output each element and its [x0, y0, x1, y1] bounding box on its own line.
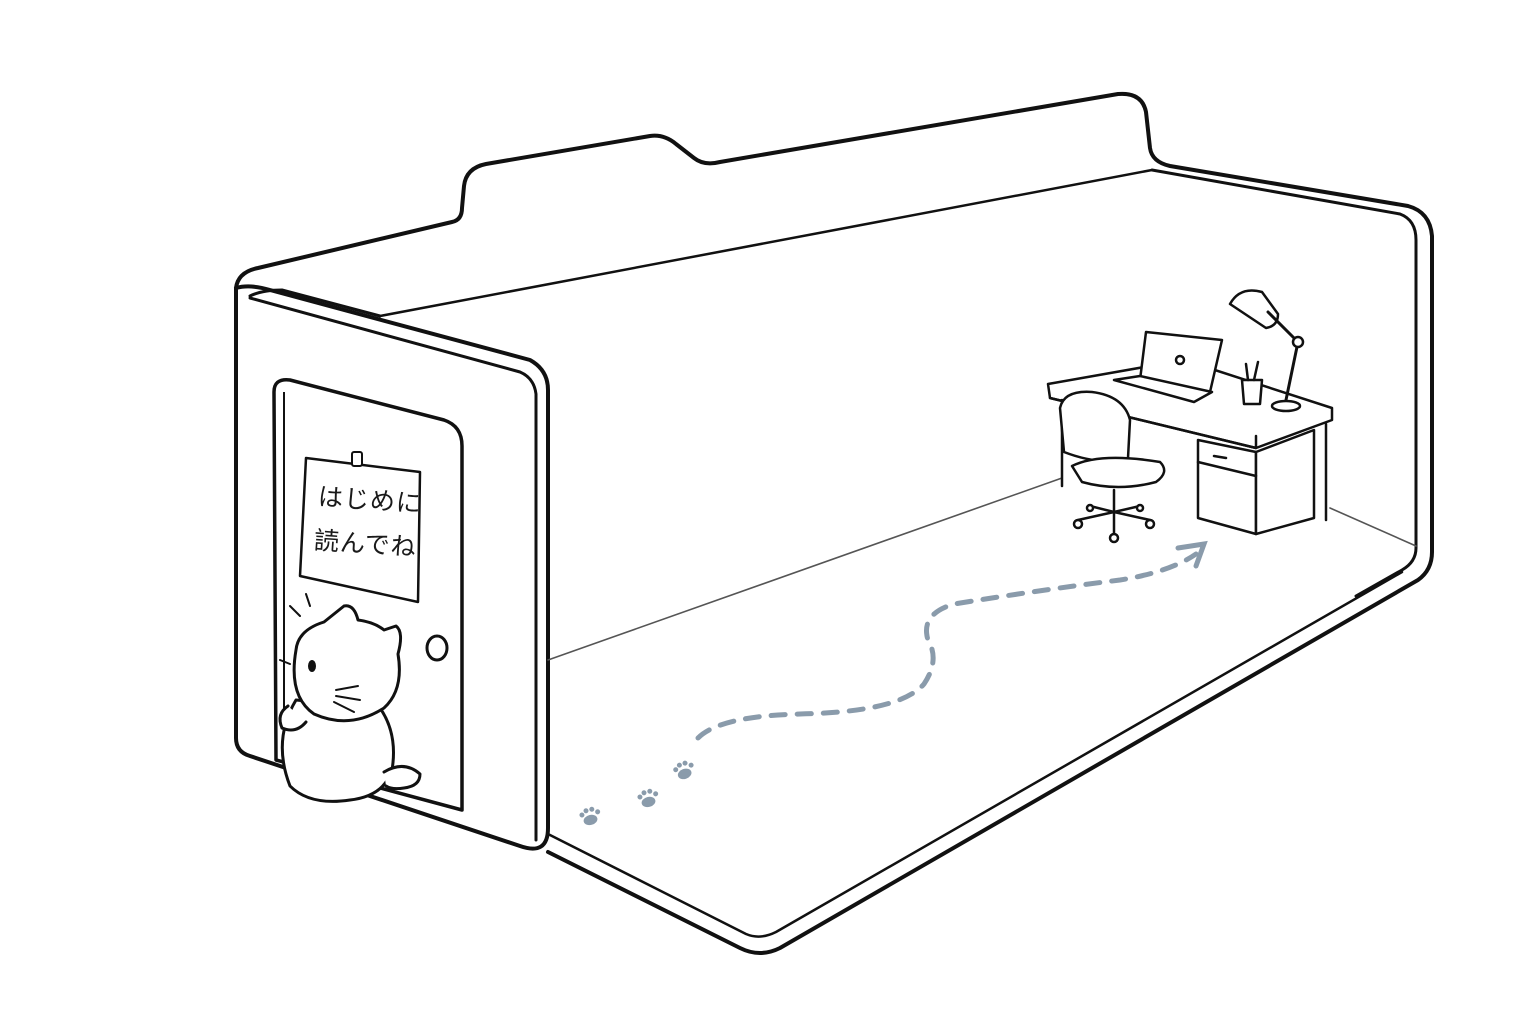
- floor-back-edge: [547, 477, 1063, 661]
- cat-icon: [278, 593, 422, 803]
- folder-room: [234, 91, 1434, 955]
- cat-head: [292, 604, 403, 723]
- paw-prints: [579, 760, 694, 826]
- front-panel-inner-edge: [248, 296, 538, 842]
- right-wall-inner-lip: [1150, 168, 1418, 598]
- cat-eye: [308, 660, 316, 672]
- lamp-base: [1270, 399, 1302, 413]
- sign-line-1: はじめに: [317, 482, 423, 518]
- surprise-marks: [279, 593, 311, 665]
- cat-whiskers: [333, 685, 361, 713]
- lamp-joint: [1291, 335, 1305, 349]
- cat-tail: [382, 765, 422, 791]
- dashed-arrow-icon: [695, 540, 1208, 741]
- front-panel-outline: [234, 284, 550, 851]
- cat-body: [280, 698, 395, 803]
- door[interactable]: [272, 378, 464, 812]
- chair-wheel: [1085, 503, 1095, 513]
- laptop-base: [1112, 374, 1214, 404]
- laptop-logo: [1174, 354, 1186, 366]
- pen-cup-icon: [1240, 378, 1264, 406]
- door-sign: はじめに 読んでね: [298, 451, 423, 604]
- floor-inner-rim: [546, 570, 1404, 938]
- paw-print-icon: [579, 806, 601, 826]
- door-knob[interactable]: [425, 634, 449, 662]
- route-path: [695, 551, 1199, 741]
- sign-paper: [298, 456, 422, 604]
- floor-front-edge: [546, 850, 742, 950]
- desk-drawer-handle: [1212, 454, 1228, 460]
- back-wall-inner-lip: [248, 288, 382, 318]
- tape-icon: [351, 451, 363, 467]
- desk-lamp-icon: [1228, 289, 1280, 330]
- desk-drawer-line: [1196, 460, 1258, 478]
- cat-paw: [278, 704, 308, 732]
- chair-seat: [1070, 456, 1166, 489]
- chair-wheel: [1072, 518, 1084, 530]
- back-wall-top-edge: [234, 91, 1434, 955]
- office-chair-icon: [1058, 390, 1132, 463]
- floor-right-edge: [1329, 507, 1417, 547]
- door-frame: [272, 378, 464, 812]
- pens: [1244, 360, 1260, 382]
- chair-wheel: [1108, 532, 1120, 544]
- desk-setup: [1046, 289, 1334, 544]
- desk-drawer-side: [1254, 428, 1316, 536]
- chair-stem: [1076, 488, 1152, 538]
- paw-print-icon: [637, 788, 659, 808]
- paw-print-icon: [673, 760, 694, 780]
- route-arrowhead: [1175, 540, 1208, 569]
- back-wall-inner-edge: [378, 168, 1154, 318]
- chair-wheel: [1135, 503, 1145, 513]
- chair-wheel: [1144, 518, 1156, 530]
- desk-drawer-cabinet: [1196, 438, 1258, 536]
- sign-line-2: 読んでね: [313, 526, 418, 562]
